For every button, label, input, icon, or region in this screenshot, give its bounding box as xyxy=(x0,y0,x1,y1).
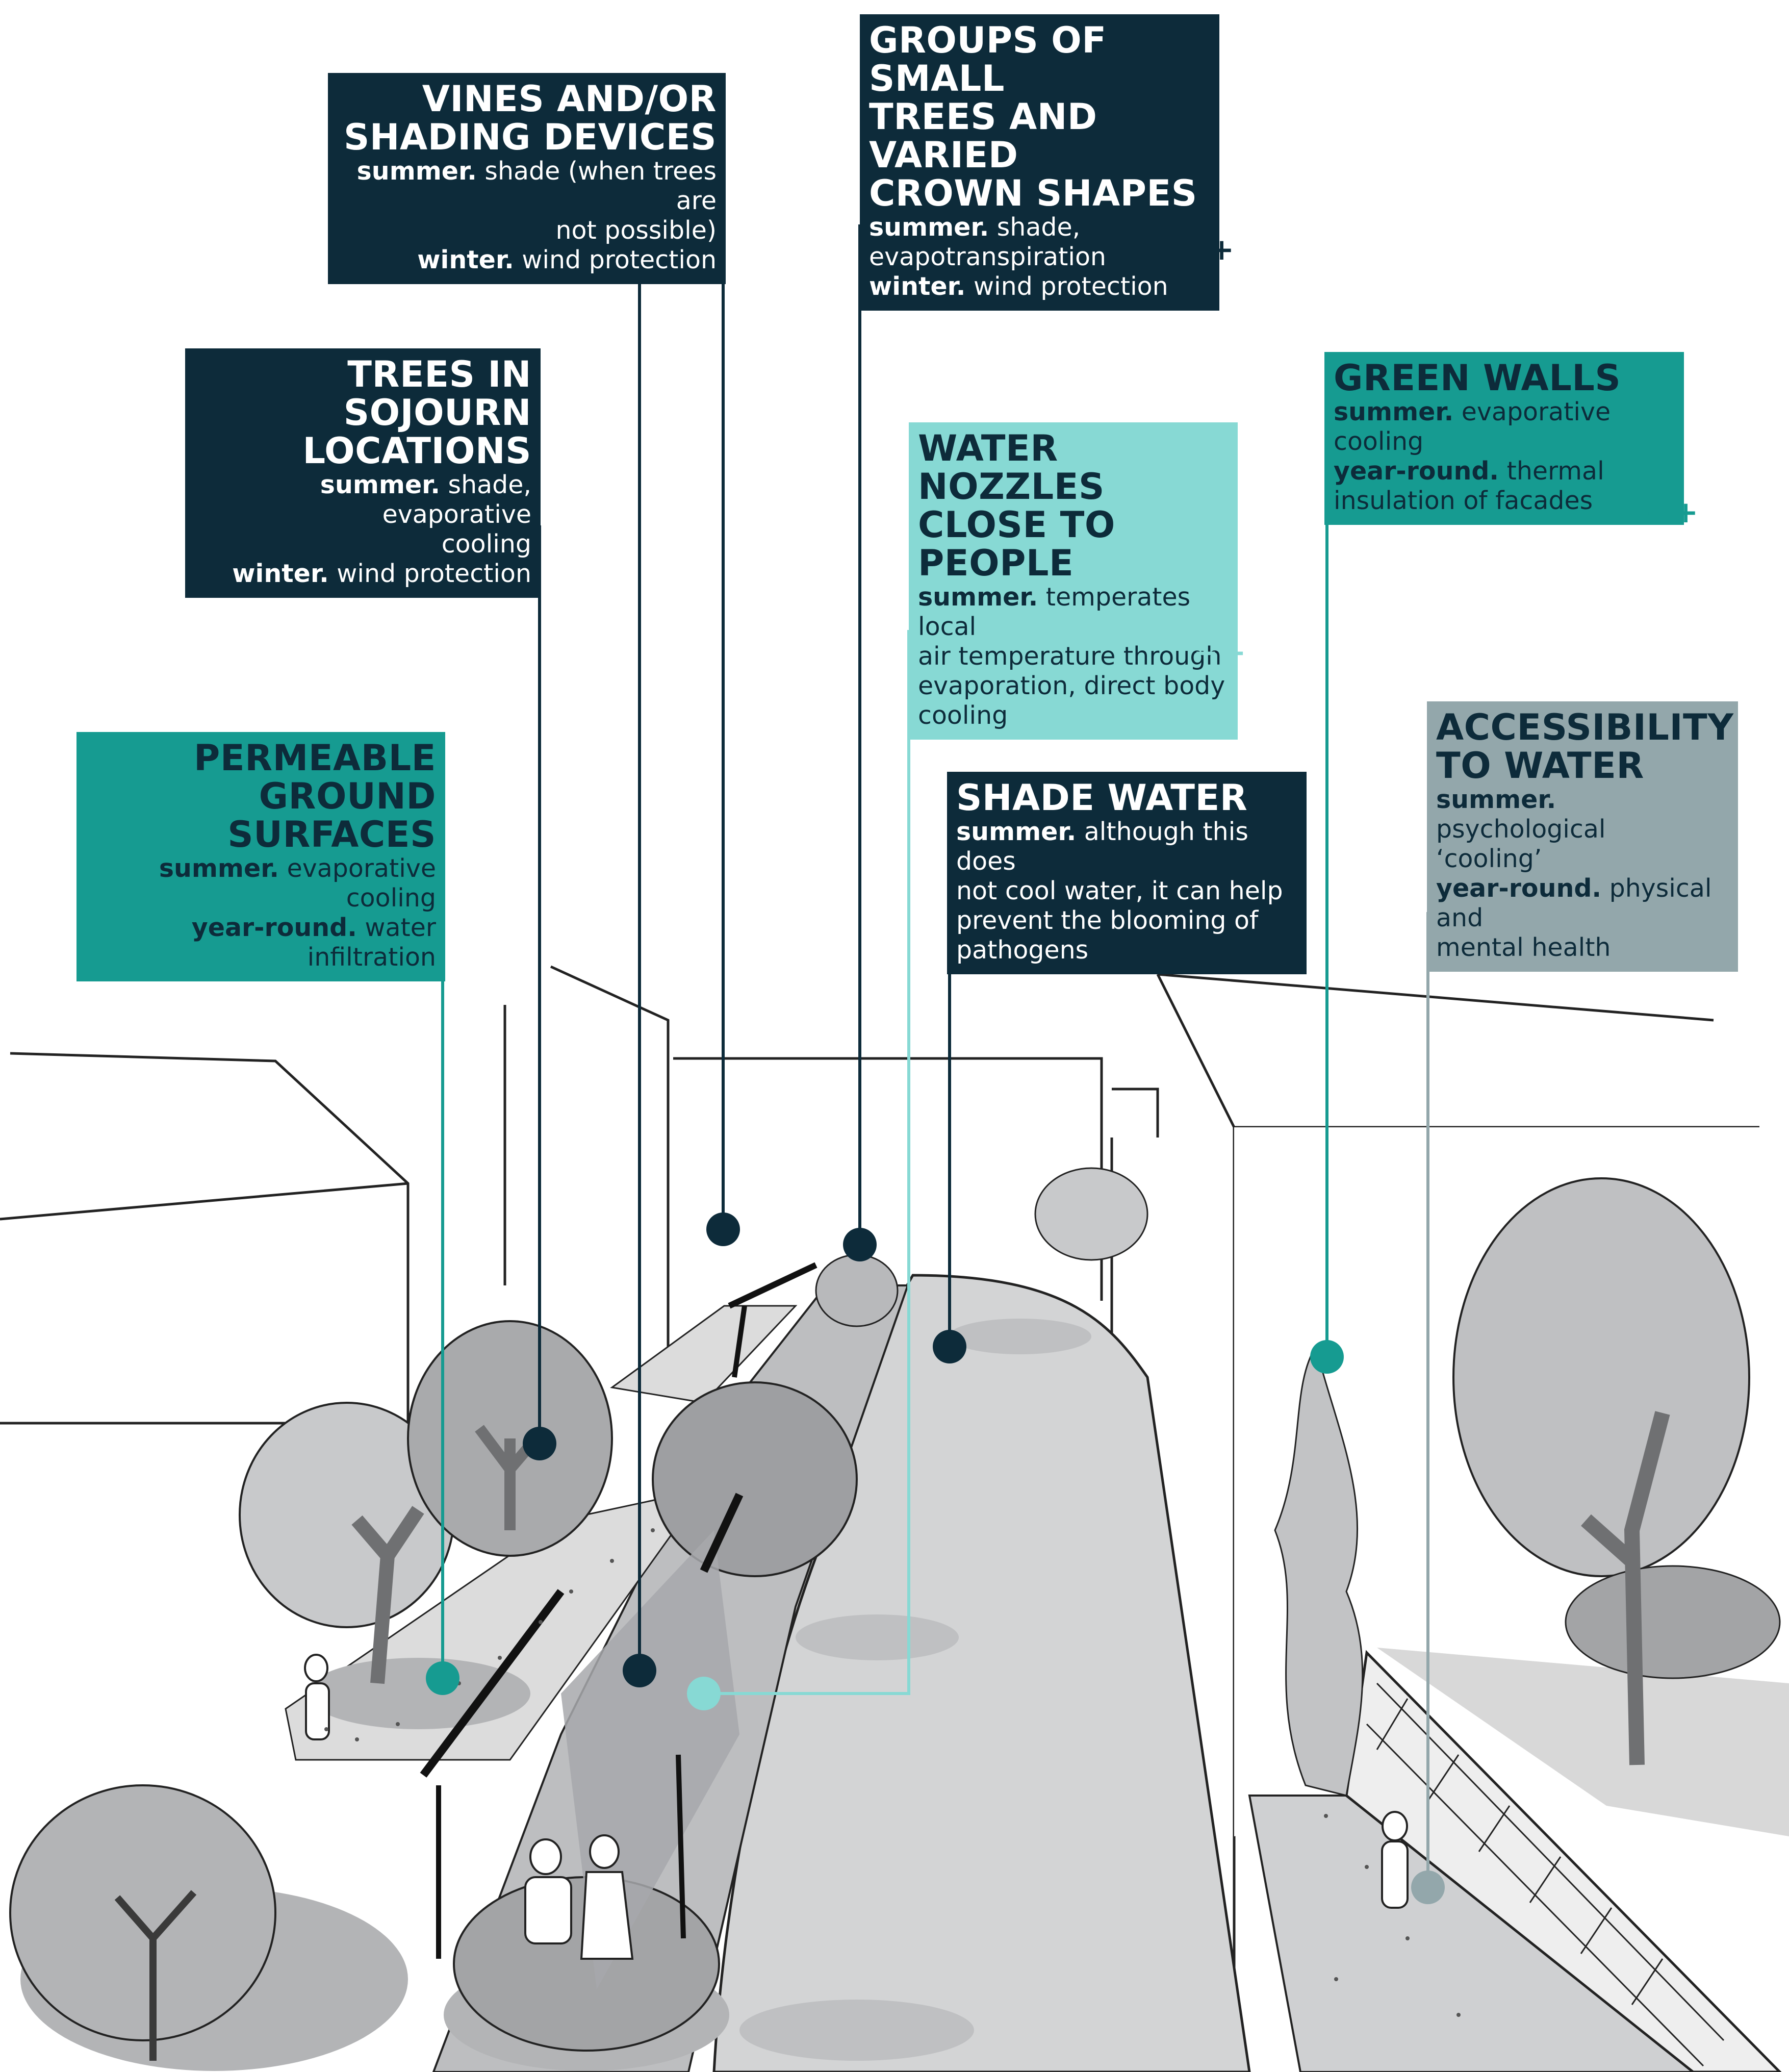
callout-line: cooling xyxy=(441,529,531,559)
markers xyxy=(426,1212,1445,1904)
callout-title: GROUPS OF SMALL xyxy=(869,19,1107,99)
callout-line: ‘cooling’ xyxy=(1436,844,1542,873)
rating-greenwalls: +++ xyxy=(1618,495,1701,529)
callout-title: VINES AND/OR xyxy=(422,78,717,120)
callout-trees: TREES IN SOJOURN LOCATIONS summer. shade… xyxy=(185,348,541,598)
callout-line: summer. evaporative cooling xyxy=(1334,397,1611,456)
callout-line: summer. temperates local xyxy=(918,583,1191,641)
plaza-upper xyxy=(610,1305,798,1404)
callout-line: summer. psychological xyxy=(1436,785,1606,844)
rating-permeable: +++ xyxy=(76,888,160,922)
callout-shadewater: SHADE WATER summer. although this does n… xyxy=(947,772,1307,974)
callout-line: prevent the blooming of xyxy=(956,906,1259,935)
callout-title: SHADING DEVICES xyxy=(344,116,717,158)
callout-access: ACCESSIBILITY TO WATER summer. psycholog… xyxy=(1427,701,1738,972)
callout-line: summer. although this does xyxy=(956,817,1248,876)
callout-line: summer. evaporative cooling xyxy=(159,854,436,913)
callout-line: evapotranspiration xyxy=(869,242,1106,271)
callout-title: CLOSE TO PEOPLE xyxy=(918,504,1115,584)
callout-line: winter. wind protection xyxy=(232,559,531,588)
callout-title: TREES AND VARIED xyxy=(869,96,1097,176)
callout-line: not cool water, it can help xyxy=(956,876,1283,905)
road-shadows xyxy=(739,1319,1091,2061)
callout-vines: VINES AND/OR SHADING DEVICES summer. sha… xyxy=(328,73,726,284)
callout-title: TREES IN SOJOURN xyxy=(343,353,531,434)
callout-title: GREEN WALLS xyxy=(1334,357,1621,399)
callout-line: year-round. physical and xyxy=(1436,874,1712,932)
callout-permeable: PERMEABLE GROUND SURFACES summer. evapor… xyxy=(76,732,445,981)
callout-title: LOCATIONS xyxy=(302,430,531,472)
ground-texture xyxy=(324,1528,1461,2017)
callout-title: WATER NOZZLES xyxy=(918,427,1105,508)
rating-vines: +++ xyxy=(328,255,412,290)
callout-line: summer. shade, xyxy=(869,213,1081,242)
callout-title: SHADE WATER xyxy=(956,777,1248,819)
callout-line: summer. shade, evaporative xyxy=(320,470,531,529)
leader-lines xyxy=(441,224,1429,1887)
callout-greenwalls: GREEN WALLS summer. evaporative cooling … xyxy=(1324,352,1684,525)
rating-access: + xyxy=(1715,916,1743,950)
callout-line: winter. wind protection xyxy=(417,245,717,274)
trees xyxy=(9,1167,1781,2061)
people xyxy=(304,1654,1409,1960)
callout-nozzles: WATER NOZZLES CLOSE TO PEOPLE summer. te… xyxy=(909,422,1238,740)
callout-title: ACCESSIBILITY xyxy=(1436,706,1734,748)
callout-title: TO WATER xyxy=(1436,745,1644,787)
callout-groups: GROUPS OF SMALL TREES AND VARIED CROWN S… xyxy=(860,14,1219,311)
callout-line: summer. shade (when trees are xyxy=(356,157,717,215)
callout-line: pathogens xyxy=(956,936,1089,965)
rating-trees: +++ xyxy=(185,530,269,565)
right-lawn xyxy=(1377,1648,1789,1836)
callout-title: PERMEABLE xyxy=(194,737,436,779)
callout-line: evaporation, direct body xyxy=(918,671,1225,700)
rating-groups: +++ xyxy=(1154,232,1237,267)
callout-line: cooling xyxy=(918,701,1008,730)
callout-line: air temperature through xyxy=(918,642,1222,671)
callout-title: GROUND SURFACES xyxy=(227,775,436,855)
callout-title: CROWN SHAPES xyxy=(869,172,1197,214)
canal-grate xyxy=(1366,1682,1725,2067)
callout-line: year-round. thermal xyxy=(1334,457,1604,486)
right-walkway xyxy=(1248,1795,1695,2072)
callout-line: insulation of facades xyxy=(1334,486,1593,515)
callout-line: year-round. water infiltration xyxy=(191,913,436,972)
callout-line: mental health xyxy=(1436,933,1611,962)
callout-line: not possible) xyxy=(555,216,717,245)
rating-nozzles: ++ xyxy=(1193,635,1249,670)
callout-line: winter. wind protection xyxy=(869,272,1168,301)
